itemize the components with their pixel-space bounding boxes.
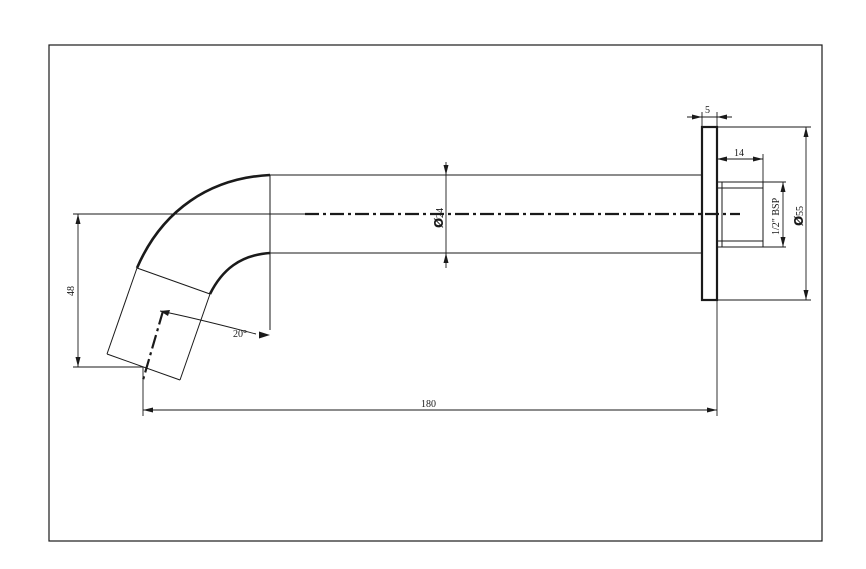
dimension-flange-diameter: Ø 55: [717, 126, 811, 301]
dimension-flange-thickness: 5: [687, 105, 732, 127]
thread-spec-label: 1/2" BSP: [771, 197, 782, 235]
dimension-thread-length: 14: [717, 148, 764, 182]
overall-length-label: 180: [421, 399, 436, 410]
spout-outline: [106, 173, 702, 381]
dimension-drop-height: 48: [66, 213, 305, 368]
flange-thickness-label: 5: [705, 105, 710, 116]
bend-angle-label: 20°: [233, 329, 247, 340]
flange-diameter-label: 55: [795, 206, 806, 216]
thread-length-label: 14: [734, 148, 744, 159]
dimension-pipe-diameter: Ø 24: [432, 162, 449, 268]
drop-height-label: 48: [66, 286, 77, 296]
dimension-bend-angle: 20°: [159, 310, 270, 340]
pipe-diameter-label: 24: [435, 208, 446, 218]
flange-diameter-symbol: Ø: [792, 216, 806, 226]
outlet-centerline: [141, 310, 165, 381]
dimension-thread-spec: 1/2" BSP: [763, 181, 786, 248]
dimension-overall-length: 180: [142, 300, 718, 416]
drawing-frame: [48, 44, 823, 542]
pipe-diameter-symbol: Ø: [432, 218, 446, 228]
